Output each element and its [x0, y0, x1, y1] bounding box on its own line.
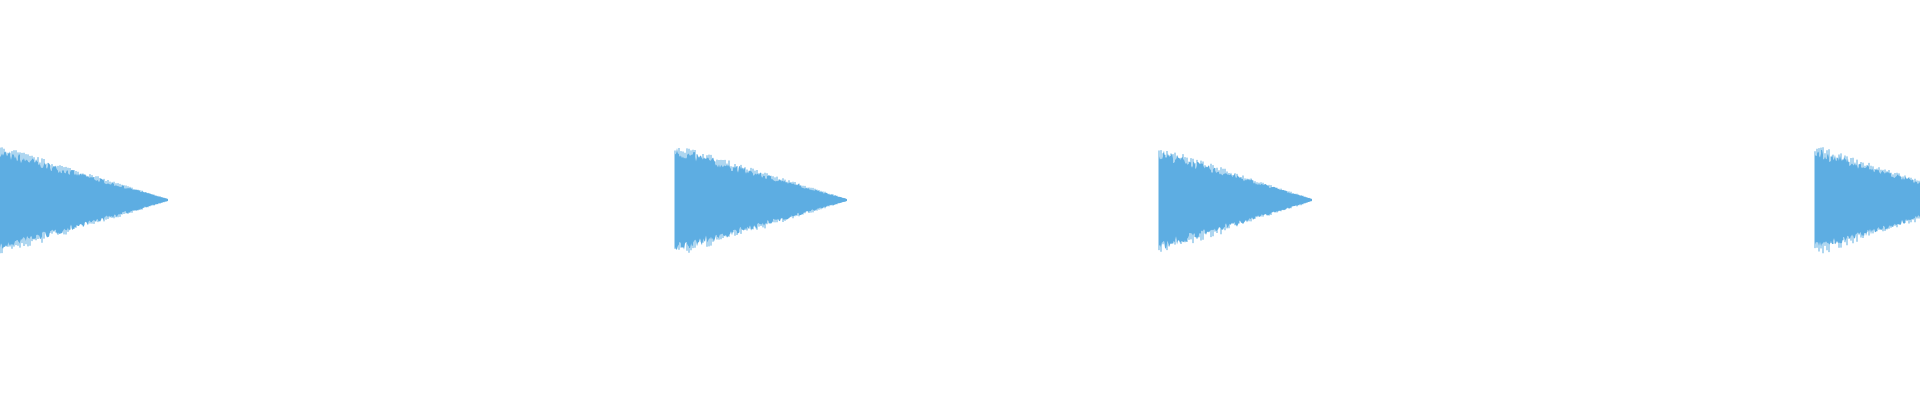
- audio-transient-clip[interactable]: [1158, 150, 1312, 252]
- audio-transient-clip[interactable]: [1814, 147, 1920, 254]
- audio-transient-clip[interactable]: [0, 147, 168, 254]
- waveform-clips: [0, 147, 1920, 254]
- audio-transient-clip[interactable]: [674, 148, 847, 253]
